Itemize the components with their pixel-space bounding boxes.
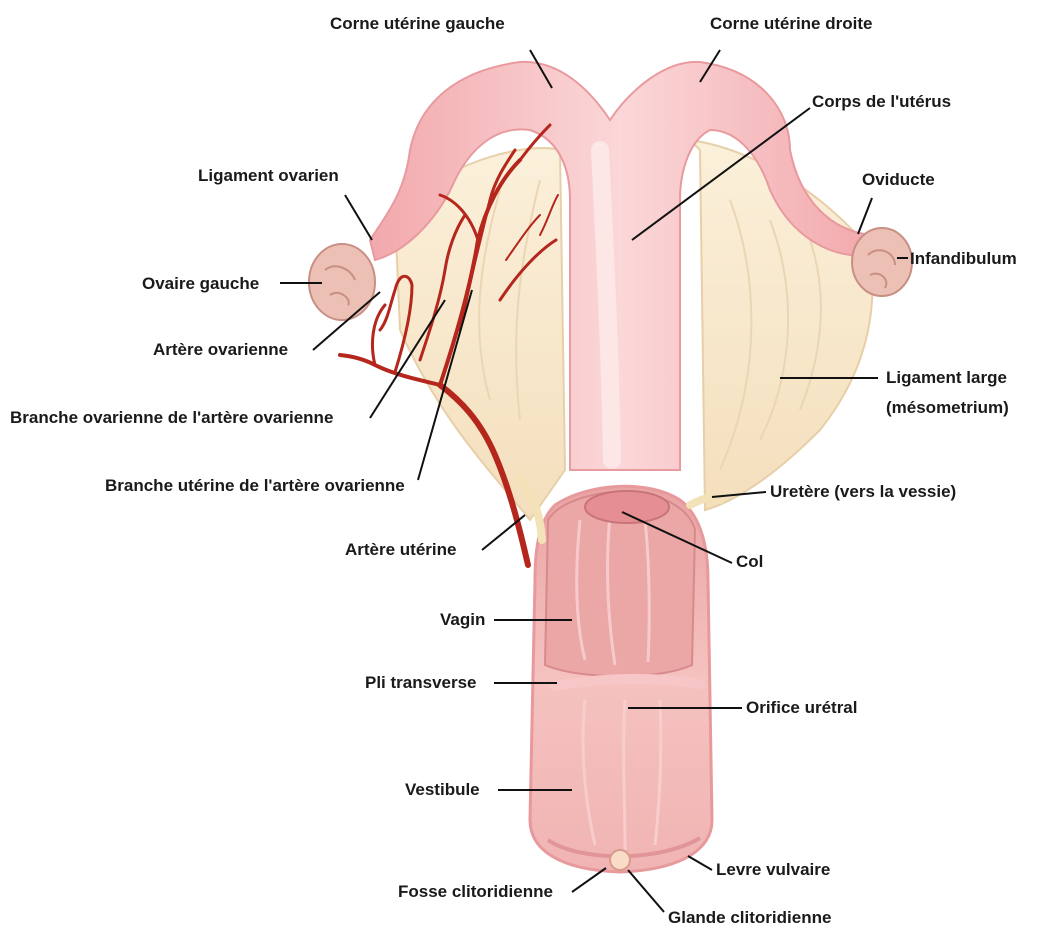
label-vestibule: Vestibule: [405, 780, 480, 800]
label-corps-uterus: Corps de l'utérus: [812, 92, 951, 112]
label-oviducte: Oviducte: [862, 170, 935, 190]
label-branche-uterine: Branche utérine de l'artère ovarienne: [105, 476, 405, 496]
label-mesometrium: (mésometrium): [886, 398, 1009, 418]
label-fosse-clitoridienne: Fosse clitoridienne: [398, 882, 553, 902]
label-artere-ovarienne: Artère ovarienne: [153, 340, 288, 360]
label-orifice-uretral: Orifice urétral: [746, 698, 858, 718]
label-col: Col: [736, 552, 763, 572]
label-ligament-ovarien: Ligament ovarien: [198, 166, 339, 186]
label-levre-vulvaire: Levre vulvaire: [716, 860, 830, 880]
label-ovaire-gauche: Ovaire gauche: [142, 274, 259, 294]
label-corne-gauche: Corne utérine gauche: [330, 14, 505, 34]
label-ligament-large: Ligament large: [886, 368, 1007, 388]
label-artere-uterine: Artère utérine: [345, 540, 456, 560]
label-glande-clitoridienne: Glande clitoridienne: [668, 908, 831, 928]
glande-clitoridienne: [610, 850, 630, 870]
infandibulum: [852, 228, 912, 296]
label-corne-droite: Corne utérine droite: [710, 14, 872, 34]
label-infandibulum: Infandibulum: [910, 249, 1017, 269]
label-vagin: Vagin: [440, 610, 485, 630]
label-branche-ovarienne: Branche ovarienne de l'artère ovarienne: [10, 408, 333, 428]
col-cervix: [585, 491, 669, 523]
label-pli-transverse: Pli transverse: [365, 673, 477, 693]
label-uretere: Uretère (vers la vessie): [770, 482, 956, 502]
